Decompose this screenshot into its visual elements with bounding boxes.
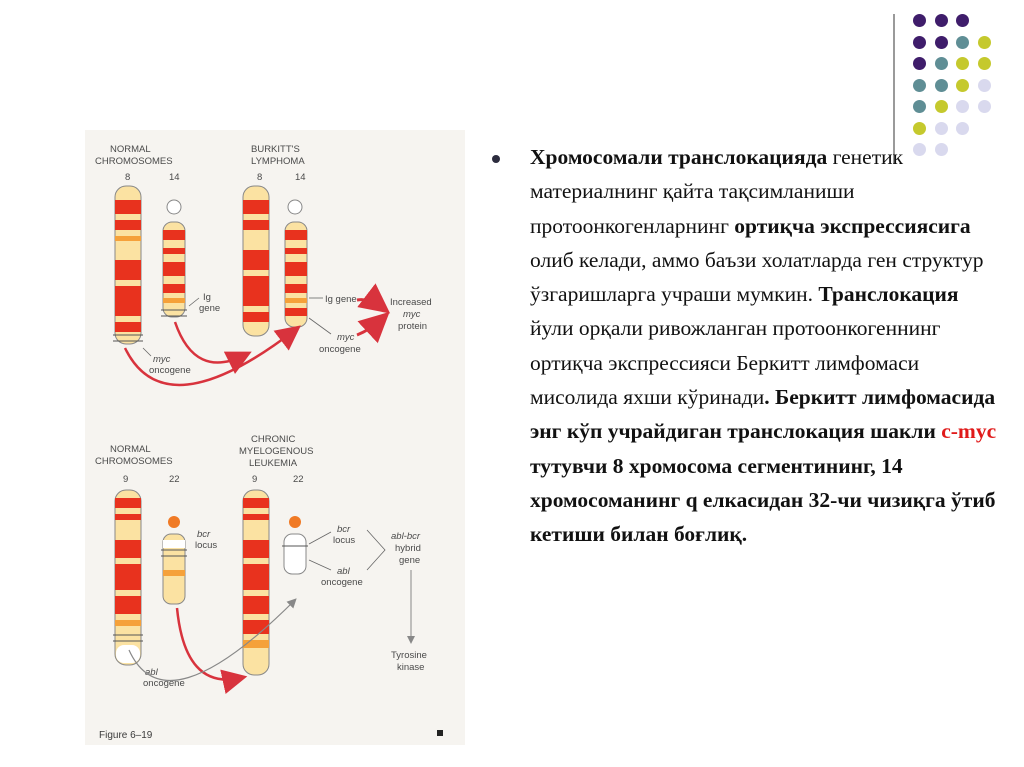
top-myc-right-2: oncogene: [319, 344, 361, 355]
top-increased-1: Increased: [390, 297, 432, 308]
text-s6: йули орқали ривожланган протоонкогеннинг…: [530, 316, 941, 410]
bottom-bcr-right-2: locus: [333, 535, 355, 546]
top-myc-right-1: myc: [337, 332, 355, 343]
bottom-num-c: 9: [252, 474, 257, 485]
decorative-dot: [956, 100, 969, 113]
body-text: Хромосомали транслокацияда генетик матер…: [530, 140, 1000, 552]
bottom-bcr-right-1: bcr: [337, 524, 351, 535]
chromosome-22-cml: [282, 516, 308, 575]
figure-caption: Figure 6–19: [99, 730, 153, 741]
decorative-dot: [913, 78, 926, 92]
decorative-dot: [977, 78, 991, 92]
bottom-right-title-3: LEUKEMIA: [249, 458, 298, 469]
chromosome-9-normal: [113, 489, 143, 666]
bottom-abl-right-2: oncogene: [321, 577, 363, 588]
figure-svg: NORMAL CHROMOSOMES BURKITT'S LYMPHOMA 8 …: [95, 144, 443, 741]
bottom-bcr-2: locus: [195, 540, 217, 551]
bottom-abl-right-1: abl: [337, 566, 351, 577]
decorative-dot: [934, 57, 948, 70]
top-right-title-2: LYMPHOMA: [251, 156, 305, 167]
chromosome-22-normal: [161, 516, 187, 605]
decorative-dot: [956, 35, 969, 49]
translocation-figure: NORMAL CHROMOSOMES BURKITT'S LYMPHOMA 8 …: [85, 130, 465, 745]
top-ig-right: Ig gene: [325, 294, 357, 305]
decorative-dot: [913, 35, 926, 49]
decorative-dot: [934, 100, 948, 113]
top-num-b: 14: [169, 172, 180, 183]
bottom-abl-left-1: abl: [145, 667, 159, 678]
bottom-left-title-1: NORMAL: [110, 444, 151, 455]
chromosome-9-cml: [242, 489, 270, 676]
text-s7: . Беркитт лимфомасида энг кўп учрайдиган…: [530, 385, 996, 444]
text-s8-cmyc: c-myc: [941, 419, 997, 444]
text-s1: Хромосомали транслокацияда: [530, 145, 828, 169]
bottom-right-title-2: MYELOGENOUS: [239, 446, 313, 457]
top-num-d: 14: [295, 172, 306, 183]
top-myc-label-2: oncogene: [149, 365, 191, 376]
decorative-dot: [956, 57, 969, 70]
text-s2: генетик материалнинг қайта тақсимланиши …: [530, 145, 904, 238]
decorative-dot: [913, 100, 926, 113]
text-s9: тутувчи 8 хромосома сегментининг, 14 хро…: [530, 453, 996, 547]
decorative-dot: [913, 121, 926, 135]
text-s5: Транслокация: [818, 282, 959, 307]
chromosome-8-normal: [113, 185, 143, 345]
decorative-dot: [977, 35, 991, 49]
decorative-dot: [956, 121, 969, 135]
chromosome-14-burkitt: [284, 199, 308, 328]
accent-divider: [893, 14, 895, 164]
decorative-dot: [913, 57, 926, 70]
decorative-dot: [956, 78, 969, 92]
bottom-num-b: 22: [169, 474, 180, 485]
top-ig-label-2: gene: [199, 303, 220, 314]
bottom-tyrosine-1: Tyrosine: [391, 650, 427, 661]
top-increased-3: protein: [398, 321, 427, 332]
chromosome-14-normal: [161, 199, 187, 318]
top-right-title-1: BURKITT'S: [251, 144, 300, 155]
body-paragraph: Хромосомали транслокацияда генетик матер…: [530, 140, 1000, 552]
top-myc-label-1: myc: [153, 354, 171, 365]
top-left-title-1: NORMAL: [110, 144, 151, 155]
decorative-dot: [934, 14, 948, 27]
decorative-dot: [934, 35, 948, 49]
top-num-c: 8: [257, 172, 262, 183]
text-s4: олиб келади, аммо баъзи холатларда ген с…: [530, 247, 984, 307]
decorative-dot: [934, 121, 948, 135]
decorative-dot: [977, 100, 991, 113]
top-left-title-2: CHROMOSOMES: [95, 156, 173, 167]
bullet-marker: [492, 155, 500, 163]
bottom-num-a: 9: [123, 474, 128, 485]
top-increased-2: myc: [403, 309, 421, 320]
bottom-bcr-1: bcr: [197, 529, 211, 540]
decorative-dot: [956, 14, 969, 27]
bottom-num-d: 22: [293, 474, 304, 485]
bottom-hybrid-2: hybrid: [395, 543, 421, 554]
top-num-a: 8: [125, 172, 130, 183]
bottom-left-title-2: CHROMOSOMES: [95, 456, 173, 467]
bottom-hybrid-3: gene: [399, 555, 420, 566]
text-s3: ортиқча экспрессиясига: [734, 213, 971, 238]
decorative-dot: [934, 78, 948, 92]
bottom-abl-left-2: oncogene: [143, 678, 185, 689]
bottom-tyrosine-2: kinase: [397, 662, 424, 673]
decorative-dot: [977, 57, 991, 70]
bottom-right-title-1: CHRONIC: [251, 434, 295, 445]
decorative-dot: [913, 14, 926, 27]
bottom-hybrid-1: abl-bcr: [391, 531, 421, 542]
top-ig-label-1: Ig: [203, 292, 211, 303]
chromosome-8-burkitt: [242, 185, 270, 337]
